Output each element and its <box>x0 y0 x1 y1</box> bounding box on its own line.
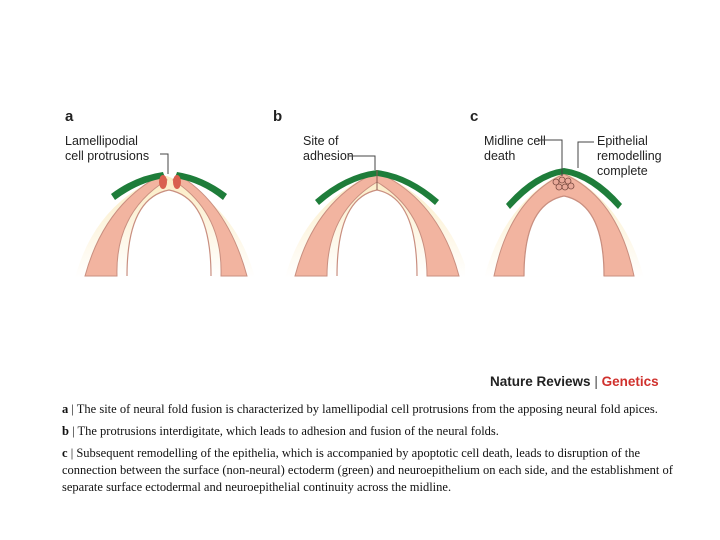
figure-caption: a | The site of neural fold fusion is ch… <box>62 401 692 501</box>
panel-letter-b: b <box>273 108 283 125</box>
label-complete: complete <box>597 164 648 178</box>
credit-separator: | <box>594 374 598 389</box>
ectoderm-right-a <box>175 172 227 200</box>
caption-letter-b: b <box>62 424 69 438</box>
caption-letter-c: c <box>62 446 68 460</box>
leader-a <box>160 153 169 174</box>
protrusion-left <box>159 175 167 189</box>
label-adhesion: adhesion <box>303 149 354 163</box>
label-site-of: Site of <box>303 134 339 148</box>
label-lamellipodial: Lamellipodial <box>65 134 138 148</box>
leader-c-epithelial <box>577 141 594 168</box>
neural-fold-figure: a Lamellipodial cell protrusions <box>55 108 675 398</box>
panel-letter-c: c <box>470 108 479 125</box>
label-epithelial: Epithelial <box>597 134 648 148</box>
panel-a-drawing <box>75 153 255 278</box>
caption-c: c | Subsequent remodelling of the epithe… <box>62 445 692 496</box>
caption-text-c: Subsequent remodelling of the epithelia,… <box>62 446 673 494</box>
ectoderm-left-a <box>111 172 165 200</box>
panel-c: c Midline cell death Epithelial remodell… <box>470 108 670 288</box>
panel-a: a Lamellipodial cell protrusions <box>55 108 255 288</box>
panel-b-drawing <box>285 155 465 278</box>
label-remodelling: remodelling <box>597 149 662 163</box>
protrusion-right <box>173 175 181 189</box>
caption-sep-c: | <box>67 446 77 460</box>
leader-c-midline <box>538 139 563 176</box>
ectoderm-c <box>506 168 622 209</box>
figure-credit: Nature Reviews | Genetics <box>490 374 659 389</box>
lumen-a <box>126 189 212 277</box>
panel-letter-a: a <box>65 108 74 125</box>
label-cell-protrusions: cell protrusions <box>65 149 150 163</box>
lumen-c <box>523 195 605 277</box>
credit-source: Nature Reviews <box>490 374 591 389</box>
leader-b <box>349 155 376 170</box>
caption-text-a: The site of neural fold fusion is charac… <box>76 402 658 416</box>
credit-journal: Genetics <box>601 374 659 389</box>
caption-b: b | The protrusions interdigitate, which… <box>62 423 692 440</box>
panel-c-drawing <box>484 139 644 278</box>
caption-letter-a: a <box>62 402 69 416</box>
panel-b: b Site of adhesion <box>265 108 465 288</box>
caption-sep-b: | <box>68 424 78 438</box>
caption-text-b: The protrusions interdigitate, which lea… <box>77 424 499 438</box>
caption-sep-a: | <box>68 402 77 416</box>
label-death: death <box>484 149 516 163</box>
caption-a: a | The site of neural fold fusion is ch… <box>62 401 692 418</box>
ectoderm-b <box>315 170 439 205</box>
apoptotic-cells <box>552 176 575 191</box>
label-midline-cell: Midline cell <box>484 134 546 148</box>
